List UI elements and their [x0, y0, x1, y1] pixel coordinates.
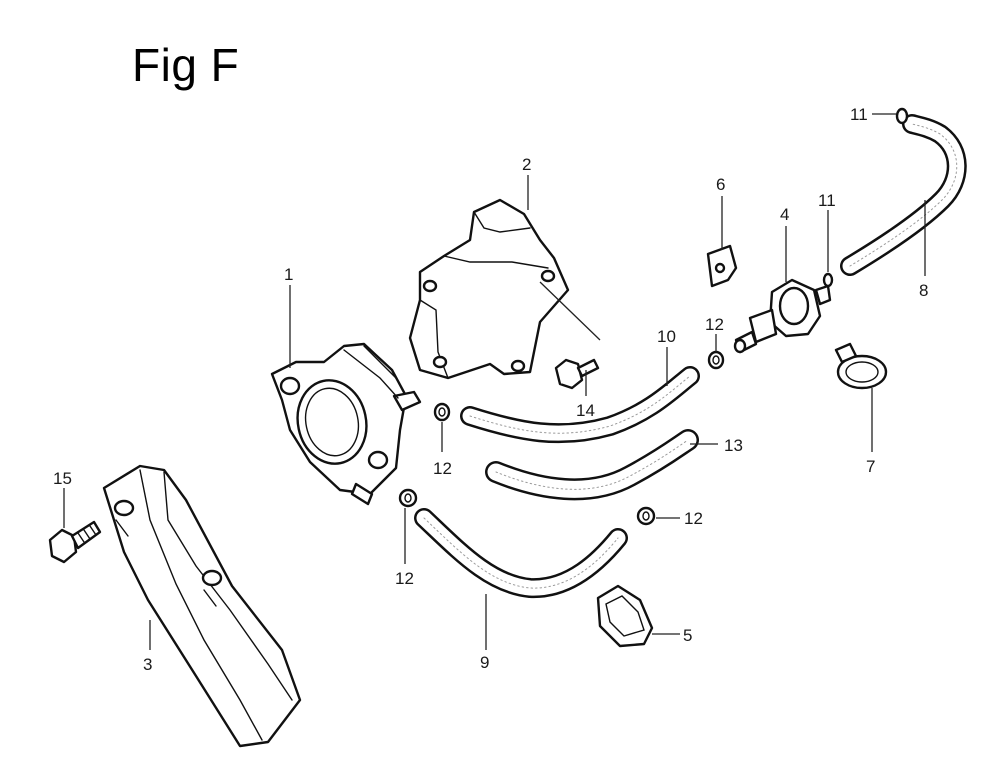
callout-12-c: 12 — [705, 315, 724, 334]
part-14-bolt — [554, 358, 600, 390]
callout-14: 14 — [576, 401, 595, 420]
callout-12-b: 12 — [395, 569, 414, 588]
part-11-clip-side — [822, 272, 834, 288]
callout-15: 15 — [53, 469, 72, 488]
callout-4: 4 — [780, 205, 789, 224]
part-4-fuel-valve — [733, 278, 832, 354]
part-11-clip-top — [895, 107, 909, 125]
part-12-clip-d — [636, 506, 656, 526]
part-3-bracket-plate — [102, 464, 302, 748]
callout-3: 3 — [143, 655, 152, 674]
part-1-insulator-body — [270, 342, 422, 506]
callout-9: 9 — [480, 653, 489, 672]
callout-5: 5 — [683, 626, 692, 645]
callout-10: 10 — [657, 327, 676, 346]
callout-11-side: 11 — [818, 191, 836, 210]
part-13-hose — [485, 429, 699, 501]
part-7-clamp — [834, 342, 888, 390]
callout-12-a: 12 — [433, 459, 452, 478]
callout-2: 2 — [522, 155, 531, 174]
part-12-clip-a — [433, 402, 451, 422]
part-15-bolt — [48, 520, 102, 564]
figure-title: Fig F — [132, 39, 240, 91]
callout-12-d: 12 — [684, 509, 703, 528]
callout-1: 1 — [284, 265, 293, 284]
callout-11-top: 11 — [850, 105, 868, 124]
part-9-hose — [414, 508, 628, 599]
part-12-clip-b — [398, 488, 418, 508]
callout-7: 7 — [866, 457, 875, 476]
callout-8: 8 — [919, 281, 928, 300]
part-2-heat-shield — [408, 198, 601, 380]
part-8-hose — [840, 114, 967, 276]
part-5-grommet — [596, 584, 654, 648]
part-12-clip-c — [707, 350, 725, 370]
callout-13: 13 — [724, 436, 743, 455]
part-6-clip — [706, 244, 738, 288]
part-10-hose — [460, 366, 700, 444]
callout-6: 6 — [716, 175, 725, 194]
leader-lines — [63, 113, 926, 650]
